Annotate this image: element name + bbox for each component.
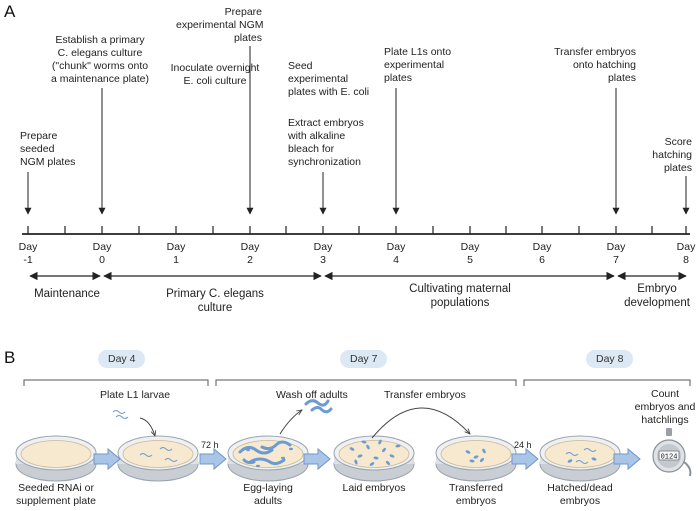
event-line: plates <box>233 32 262 44</box>
petri-plate <box>117 435 199 482</box>
timeline-ticks <box>27 226 687 234</box>
label-wash-off: Wash off adults <box>276 389 348 401</box>
event-line: plates <box>384 72 413 84</box>
event-line: experimental <box>288 73 349 85</box>
laid-embryos <box>349 439 401 466</box>
adult-worms <box>238 440 292 466</box>
event-line: plates <box>607 72 636 84</box>
event-line: Transfer embryos <box>554 46 636 58</box>
event-line: C. elegans culture <box>57 47 143 59</box>
flow-arrow <box>199 448 227 470</box>
event-line: E. coli culture <box>183 75 247 87</box>
event-line: bleach for <box>288 143 335 155</box>
event-line: Extract embryos <box>288 117 364 129</box>
flow-arrow <box>93 448 121 470</box>
event-line: Score <box>664 136 692 148</box>
event-line: experimental <box>384 59 445 71</box>
transferred-embryos <box>465 448 486 463</box>
day-pill: Day 8 <box>586 350 634 368</box>
event-line: Seed <box>288 60 313 72</box>
duration-label: 72 h <box>201 440 219 450</box>
event-line: a maintenance plate) <box>50 73 150 85</box>
event-line: plates <box>663 162 692 174</box>
label-count: Count embryos and hatchlings <box>634 388 696 426</box>
l1-larvae-icon <box>112 410 129 419</box>
bracket-day8 <box>523 379 691 386</box>
event-transfer-embryos: Transfer embryos onto hatching plates <box>536 46 636 85</box>
tally-counter-icon: 0124 <box>652 428 692 477</box>
event-line: experimental NGM <box>176 19 264 31</box>
event-prepare-experimental: Prepare experimental NGM plates <box>176 6 264 45</box>
event-line: Plate L1s onto <box>384 46 452 58</box>
event-line: synchronization <box>288 156 361 168</box>
event-line: Inoculate overnight <box>170 62 260 74</box>
plate-caption: Hatched/dead embryos <box>547 482 613 507</box>
event-line: with alkaline <box>288 130 346 142</box>
transfer-arrow <box>371 407 470 439</box>
day-pill: Day 7 <box>340 350 388 368</box>
plate-caption: Egg-laying adults <box>243 482 293 507</box>
event-line: Prepare <box>224 6 262 18</box>
event-line: plates with E. coli <box>288 86 370 98</box>
duration-label: 24 h <box>514 440 532 450</box>
day-pill: Day 4 <box>98 350 146 368</box>
panel-b-label: B <box>4 348 16 367</box>
counter-display: 0124 <box>661 454 678 462</box>
petri-plate <box>539 435 621 482</box>
washed-worms-icon <box>304 399 333 414</box>
bracket-day7 <box>215 379 517 386</box>
event-prepare-seeded: Prepare seeded NGM plates <box>20 130 75 169</box>
event-establish-culture: Establish a primary C. elegans culture (… <box>40 34 160 86</box>
event-line: onto hatching <box>572 59 636 71</box>
event-line: Establish a primary <box>55 34 145 46</box>
hatchlings <box>565 448 597 464</box>
panel-a-label: A <box>4 2 16 21</box>
plate-l1-arrow <box>139 417 155 436</box>
petri-plate <box>227 435 309 482</box>
event-line: seeded <box>20 143 55 155</box>
plate-caption: Laid embryos <box>342 482 406 494</box>
petri-plate <box>435 435 517 482</box>
plate-caption: Seeded RNAi or supplement plate <box>16 482 96 507</box>
phase-maintenance: Maintenance <box>34 288 100 300</box>
embryo-dots <box>246 447 293 468</box>
event-plate-l1s: Plate L1s onto experimental plates <box>384 46 451 85</box>
event-score-hatching: Score hatching plates <box>640 136 692 175</box>
petri-plate <box>15 435 97 482</box>
wash-arrow <box>279 410 302 435</box>
dead-embryos <box>567 457 597 463</box>
label-transfer: Transfer embryos <box>384 389 466 401</box>
event-line: hatching <box>652 149 692 161</box>
plate-caption: Transferred embryos <box>449 482 503 507</box>
event-seed-plates: Seed experimental plates with E. coli <box>288 60 369 99</box>
event-inoculate: Inoculate overnight E. coli culture <box>160 62 270 88</box>
day-label: Day-1 <box>18 241 38 266</box>
larvae-on-plate <box>139 447 178 462</box>
label-plate-l1: Plate L1 larvae <box>100 389 171 401</box>
event-line: Prepare <box>20 130 58 142</box>
event-line: NGM plates <box>20 156 76 168</box>
event-line: ("chunk" worms onto <box>51 60 149 72</box>
bracket-day4 <box>23 379 209 386</box>
event-extract-embryos: Extract embryos with alkaline bleach for… <box>288 117 364 169</box>
